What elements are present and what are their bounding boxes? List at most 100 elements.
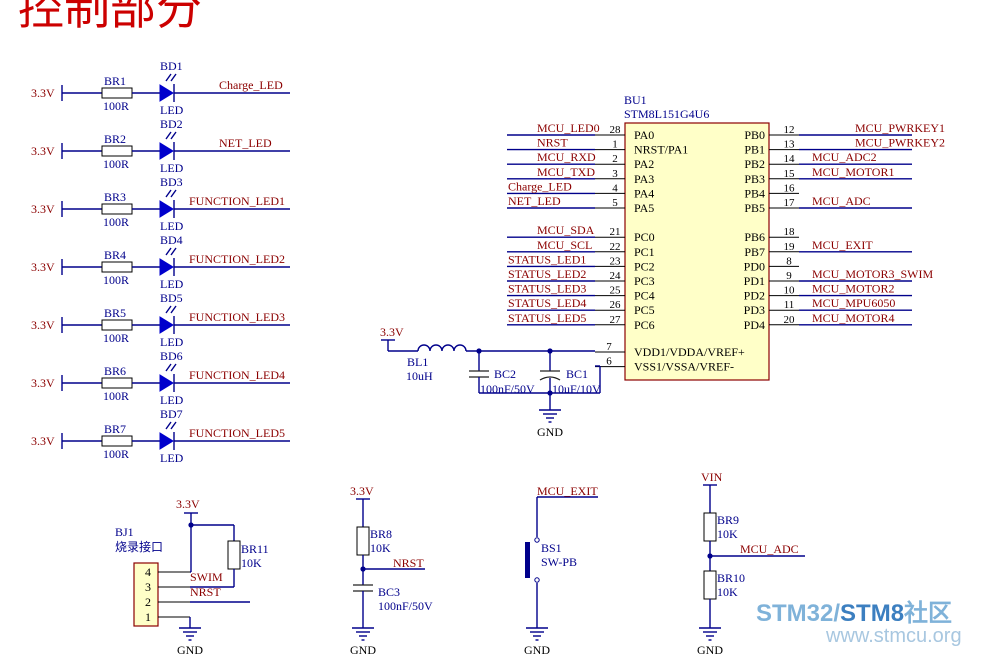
- mcu-pin-number: 13: [784, 139, 796, 151]
- mcu-net-label: MCU_SCL: [537, 238, 592, 252]
- resistor-value: 10K: [717, 527, 738, 541]
- ground-symbol-label: GND: [177, 643, 203, 657]
- resistor-designator: BR6: [104, 364, 126, 378]
- resistor-value: 100R: [103, 389, 129, 403]
- net-label: FUNCTION_LED1: [189, 194, 285, 208]
- led-designator: BD1: [160, 59, 183, 73]
- led-row-power-label: 3.3V: [31, 376, 55, 390]
- led-emit-arrow: [165, 247, 172, 256]
- resistor-value: 100R: [103, 447, 129, 461]
- led-icon: [159, 200, 174, 218]
- net-label-nrst: NRST: [190, 585, 221, 599]
- led-icon: [159, 374, 174, 392]
- capacitor-value: 10uF/10V: [552, 382, 601, 396]
- page-title: 控制部分: [18, 0, 202, 35]
- mcu-pin-number: 9: [786, 270, 792, 282]
- mcu-net-label: MCU_MPU6050: [812, 296, 895, 310]
- led-row-power-label: 3.3V: [31, 260, 55, 274]
- prog-power-label: 3.3V: [176, 497, 200, 511]
- led-emit-arrow: [165, 305, 172, 314]
- resistor-designator: BR9: [717, 513, 739, 527]
- led-designator: BD4: [160, 233, 183, 247]
- mcu-pin-name: PD2: [744, 289, 765, 303]
- ground-symbol-label: GND: [524, 643, 550, 657]
- mcu-net-label: Charge_LED: [508, 179, 572, 193]
- switch-contact: [534, 577, 540, 583]
- resistor-body: [101, 319, 133, 331]
- led-designator: BD6: [160, 349, 183, 363]
- mcu-pin-name: PB2: [744, 157, 765, 171]
- resistor-value: 10K: [370, 541, 391, 555]
- mcu-pin-number: 26: [610, 299, 622, 311]
- net-label: FUNCTION_LED5: [189, 426, 285, 440]
- mcu-pin-number: 10: [784, 285, 796, 297]
- mcu-pin-name: PA0: [634, 128, 654, 142]
- led-row-power-label: 3.3V: [31, 144, 55, 158]
- resistor-value: 10K: [717, 585, 738, 599]
- net-label-swim: SWIM: [190, 570, 223, 584]
- led-emit-arrow: [170, 131, 177, 140]
- led-value: LED: [160, 161, 184, 175]
- mcu-net-label: MCU_LED0: [537, 121, 600, 135]
- watermark-url: www.stmcu.org: [825, 625, 962, 647]
- mcu-pin-name: PC1: [634, 245, 655, 259]
- connector-designator: BJ1: [115, 525, 134, 539]
- net-label: FUNCTION_LED3: [189, 310, 285, 324]
- led-value: LED: [160, 451, 184, 465]
- mcu-pin-number: 16: [784, 182, 796, 194]
- mcu-pin-number: 3: [612, 168, 618, 180]
- mcu-pin-name: PB1: [744, 143, 765, 157]
- resistor-designator: BR1: [104, 74, 126, 88]
- net-label-exit: MCU_EXIT: [537, 484, 598, 498]
- net-label: Charge_LED: [219, 78, 283, 92]
- mcu-net-label: MCU_ADC2: [812, 150, 877, 164]
- led-icon: [159, 84, 174, 102]
- resistor-designator: BR4: [104, 248, 126, 262]
- led-designator: BD3: [160, 175, 183, 189]
- mcu-body: [624, 122, 770, 381]
- mcu-pin-name: PC5: [634, 303, 655, 317]
- resistor-br8: [356, 526, 370, 556]
- mcu-pin-name: PD3: [744, 303, 765, 317]
- mcu-pin-number: 21: [610, 226, 621, 238]
- inductor-coil: [417, 344, 467, 352]
- capacitor-designator: BC1: [566, 367, 588, 381]
- mcu-pin-number: 8: [786, 255, 792, 267]
- resistor-body: [101, 203, 133, 215]
- connector-pin-number: 4: [145, 565, 151, 579]
- mcu-net-label: MCU_MOTOR3_SWIM: [812, 267, 933, 281]
- mcu-pin-name: PC0: [634, 230, 655, 244]
- mcu-pin-number: 12: [784, 124, 795, 136]
- mcu-net-label: MCU_ADC: [812, 194, 871, 208]
- resistor-value: 100R: [103, 215, 129, 229]
- mcu-pin-name: PC3: [634, 274, 655, 288]
- resistor-designator: BR2: [104, 132, 126, 146]
- led-emit-arrow: [170, 189, 177, 198]
- led-emit-arrow: [165, 131, 172, 140]
- mcu-net-label: MCU_PWRKEY1: [855, 121, 945, 135]
- mcu-net-label: STATUS_LED2: [508, 267, 586, 281]
- mcu-pin-number: 7: [606, 341, 612, 353]
- reset-power-label: 3.3V: [350, 484, 374, 498]
- mcu-pin-name: PB7: [744, 245, 765, 259]
- mcu-pin-name: VSS1/VSSA/VREF-: [634, 360, 734, 374]
- mcu-pin-number: 20: [784, 314, 796, 326]
- capacitor-value: 100nF/50V: [480, 382, 535, 396]
- resistor-br9: [703, 512, 717, 542]
- led-icon: [159, 142, 174, 160]
- resistor-br10: [703, 570, 717, 600]
- led-emit-arrow: [165, 421, 172, 430]
- resistor-br11: [227, 540, 241, 570]
- mcu-net-label: NET_LED: [508, 194, 561, 208]
- mcu-pin-number: 24: [610, 270, 622, 282]
- connector-pin-number: 3: [145, 580, 151, 594]
- led-emit-arrow: [170, 305, 177, 314]
- mcu-net-label: MCU_EXIT: [812, 238, 873, 252]
- net-label-adc: MCU_ADC: [740, 542, 799, 556]
- resistor-body: [101, 377, 133, 389]
- led-value: LED: [160, 335, 184, 349]
